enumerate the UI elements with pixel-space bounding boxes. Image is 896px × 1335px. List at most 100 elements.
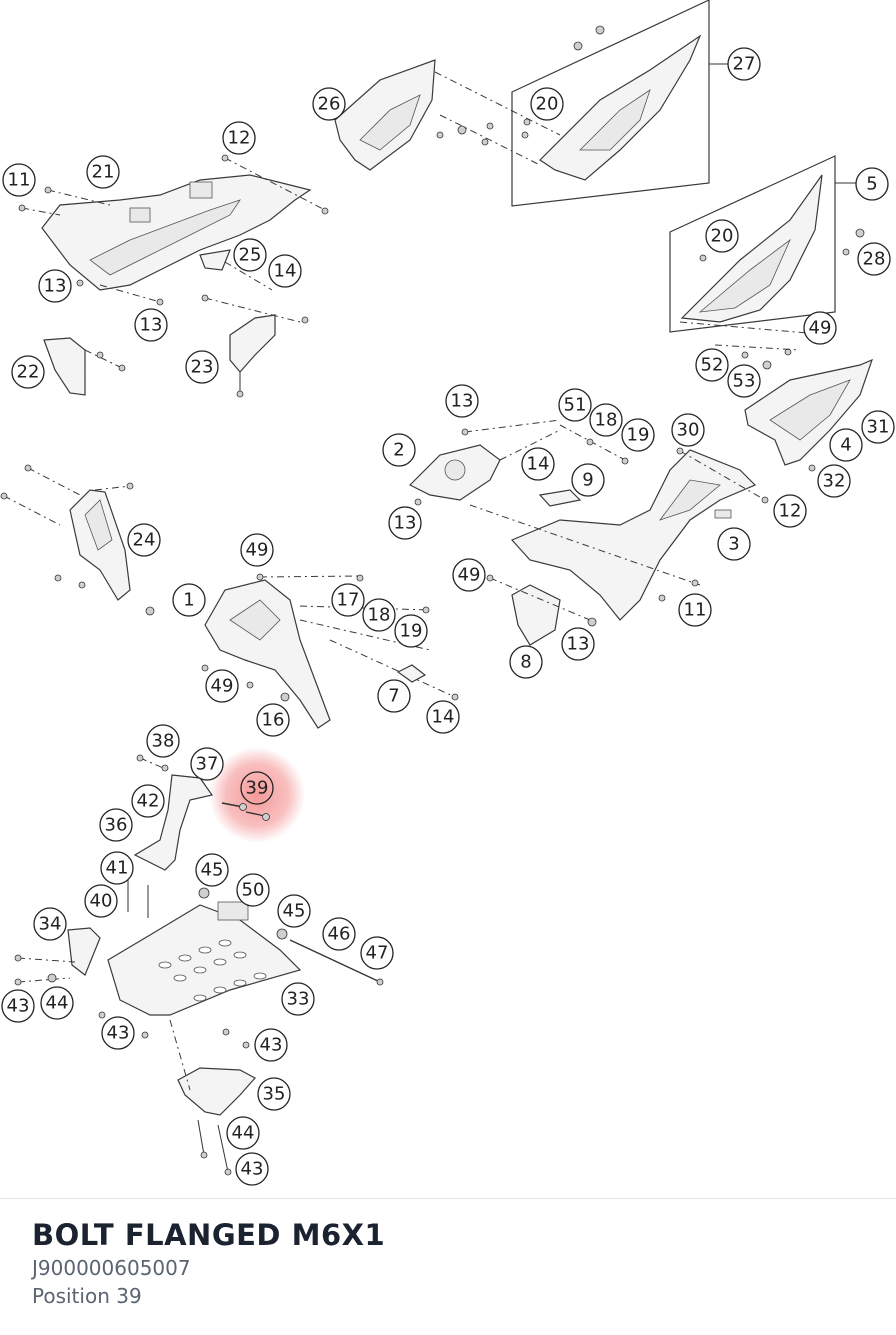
callout-label: 25	[239, 245, 262, 266]
callout-11[interactable]: 14	[268, 254, 302, 288]
callout-label: 13	[451, 391, 474, 412]
callout-label: 28	[863, 249, 886, 270]
callout-label: 8	[520, 652, 531, 673]
callout-label: 13	[394, 513, 417, 534]
callout-47[interactable]: 38	[146, 724, 180, 758]
callout-label: 11	[684, 600, 707, 621]
part-33-group	[14, 887, 384, 1049]
callout-18[interactable]: 53	[727, 364, 761, 398]
callout-23[interactable]: 30	[671, 413, 705, 447]
callout-44[interactable]: 7	[377, 679, 411, 713]
callout-50[interactable]: 42	[131, 784, 165, 818]
callout-label: 51	[564, 395, 587, 416]
callout-45[interactable]: 16	[256, 703, 290, 737]
callout-40[interactable]: 11	[678, 593, 712, 627]
callout-label: 43	[107, 1023, 130, 1044]
callout-2[interactable]: 26	[312, 87, 346, 121]
callout-57[interactable]: 34	[33, 907, 67, 941]
callout-58[interactable]: 46	[322, 917, 356, 951]
callout-label: 45	[201, 860, 224, 881]
callout-66[interactable]: 44	[226, 1116, 260, 1150]
callout-56[interactable]: 45	[277, 894, 311, 928]
callout-12[interactable]: 13	[38, 269, 72, 303]
callout-label: 16	[262, 710, 285, 731]
callout-34[interactable]: 49	[240, 533, 274, 567]
callout-53[interactable]: 45	[195, 853, 229, 887]
callout-22[interactable]: 19	[621, 418, 655, 452]
part-8-group	[486, 574, 597, 646]
callout-label: 43	[260, 1035, 283, 1056]
callout-48[interactable]: 37	[190, 747, 224, 781]
callout-label: 47	[366, 943, 389, 964]
callout-46[interactable]: 14	[426, 700, 460, 734]
callout-64[interactable]: 43	[254, 1028, 288, 1062]
callout-8[interactable]: 20	[705, 219, 739, 253]
callout-36[interactable]: 17	[331, 583, 365, 617]
callout-label: 21	[92, 162, 115, 183]
callout-35[interactable]: 1	[172, 583, 206, 617]
callout-label: 4	[840, 435, 851, 456]
callout-43[interactable]: 49	[205, 669, 239, 703]
callout-13[interactable]: 13	[134, 308, 168, 342]
callout-9[interactable]: 28	[857, 242, 891, 276]
callout-41[interactable]: 13	[561, 627, 595, 661]
callout-10[interactable]: 25	[233, 238, 267, 272]
callout-16[interactable]: 23	[185, 350, 219, 384]
callout-65[interactable]: 35	[257, 1077, 291, 1111]
callout-30[interactable]: 12	[773, 494, 807, 528]
callout-25[interactable]: 2	[382, 433, 416, 467]
callout-37[interactable]: 18	[362, 598, 396, 632]
callout-label: 27	[733, 54, 756, 75]
callout-label: 3	[728, 534, 739, 555]
exploded-parts-diagram: 27 26 20 12 11 21 5 20 28 25 14 13 13 49…	[0, 0, 895, 1186]
part-27-group	[511, 0, 728, 207]
callout-59[interactable]: 47	[360, 936, 394, 970]
callout-28[interactable]: 9	[571, 463, 605, 497]
callout-label: 49	[809, 318, 832, 339]
callout-32[interactable]: 3	[717, 527, 751, 561]
callout-52[interactable]: 41	[100, 851, 134, 885]
callout-label: 5	[866, 174, 877, 195]
callout-15[interactable]: 22	[11, 355, 45, 389]
callout-51[interactable]: 36	[99, 808, 133, 842]
callout-21[interactable]: 18	[589, 403, 623, 437]
part-number: J900000605007	[32, 1256, 191, 1280]
callout-label: 20	[536, 94, 559, 115]
callout-label: 1	[183, 590, 194, 611]
part-21-group	[18, 154, 329, 306]
callout-42[interactable]: 8	[509, 645, 543, 679]
callout-60[interactable]: 43	[1, 989, 35, 1023]
callout-63[interactable]: 43	[101, 1016, 135, 1050]
callout-20[interactable]: 51	[558, 388, 592, 422]
callout-19[interactable]: 13	[445, 384, 479, 418]
callout-55[interactable]: 50	[236, 873, 270, 907]
callout-61[interactable]: 44	[40, 986, 74, 1020]
callout-label: 43	[7, 996, 30, 1017]
callout-49-highlighted[interactable]: 39	[240, 771, 274, 805]
callout-39[interactable]: 49	[452, 558, 486, 592]
callout-27[interactable]: 14	[521, 447, 555, 481]
callout-38[interactable]: 19	[394, 614, 428, 648]
callout-33[interactable]: 24	[127, 523, 161, 557]
callout-24[interactable]: 31	[861, 410, 895, 444]
callout-label: 31	[867, 417, 890, 438]
callout-29[interactable]: 32	[817, 464, 851, 498]
callout-label: 2	[393, 440, 404, 461]
callout-7[interactable]: 5	[855, 167, 889, 201]
callout-67[interactable]: 43	[235, 1152, 269, 1186]
callout-62[interactable]: 33	[281, 982, 315, 1016]
callout-label: 30	[677, 420, 700, 441]
callout-4[interactable]: 12	[222, 121, 256, 155]
callout-54[interactable]: 40	[84, 884, 118, 918]
callout-14[interactable]: 49	[803, 311, 837, 345]
callout-label: 18	[368, 605, 391, 626]
callout-17[interactable]: 52	[695, 348, 729, 382]
callout-26[interactable]: 4	[829, 428, 863, 462]
callout-label: 42	[137, 791, 160, 812]
callout-1[interactable]: 27	[727, 47, 761, 81]
callout-3[interactable]: 20	[530, 87, 564, 121]
callout-6[interactable]: 21	[86, 155, 120, 189]
callout-31[interactable]: 13	[388, 506, 422, 540]
part-2-group	[408, 419, 629, 506]
callout-5[interactable]: 11	[2, 163, 36, 197]
